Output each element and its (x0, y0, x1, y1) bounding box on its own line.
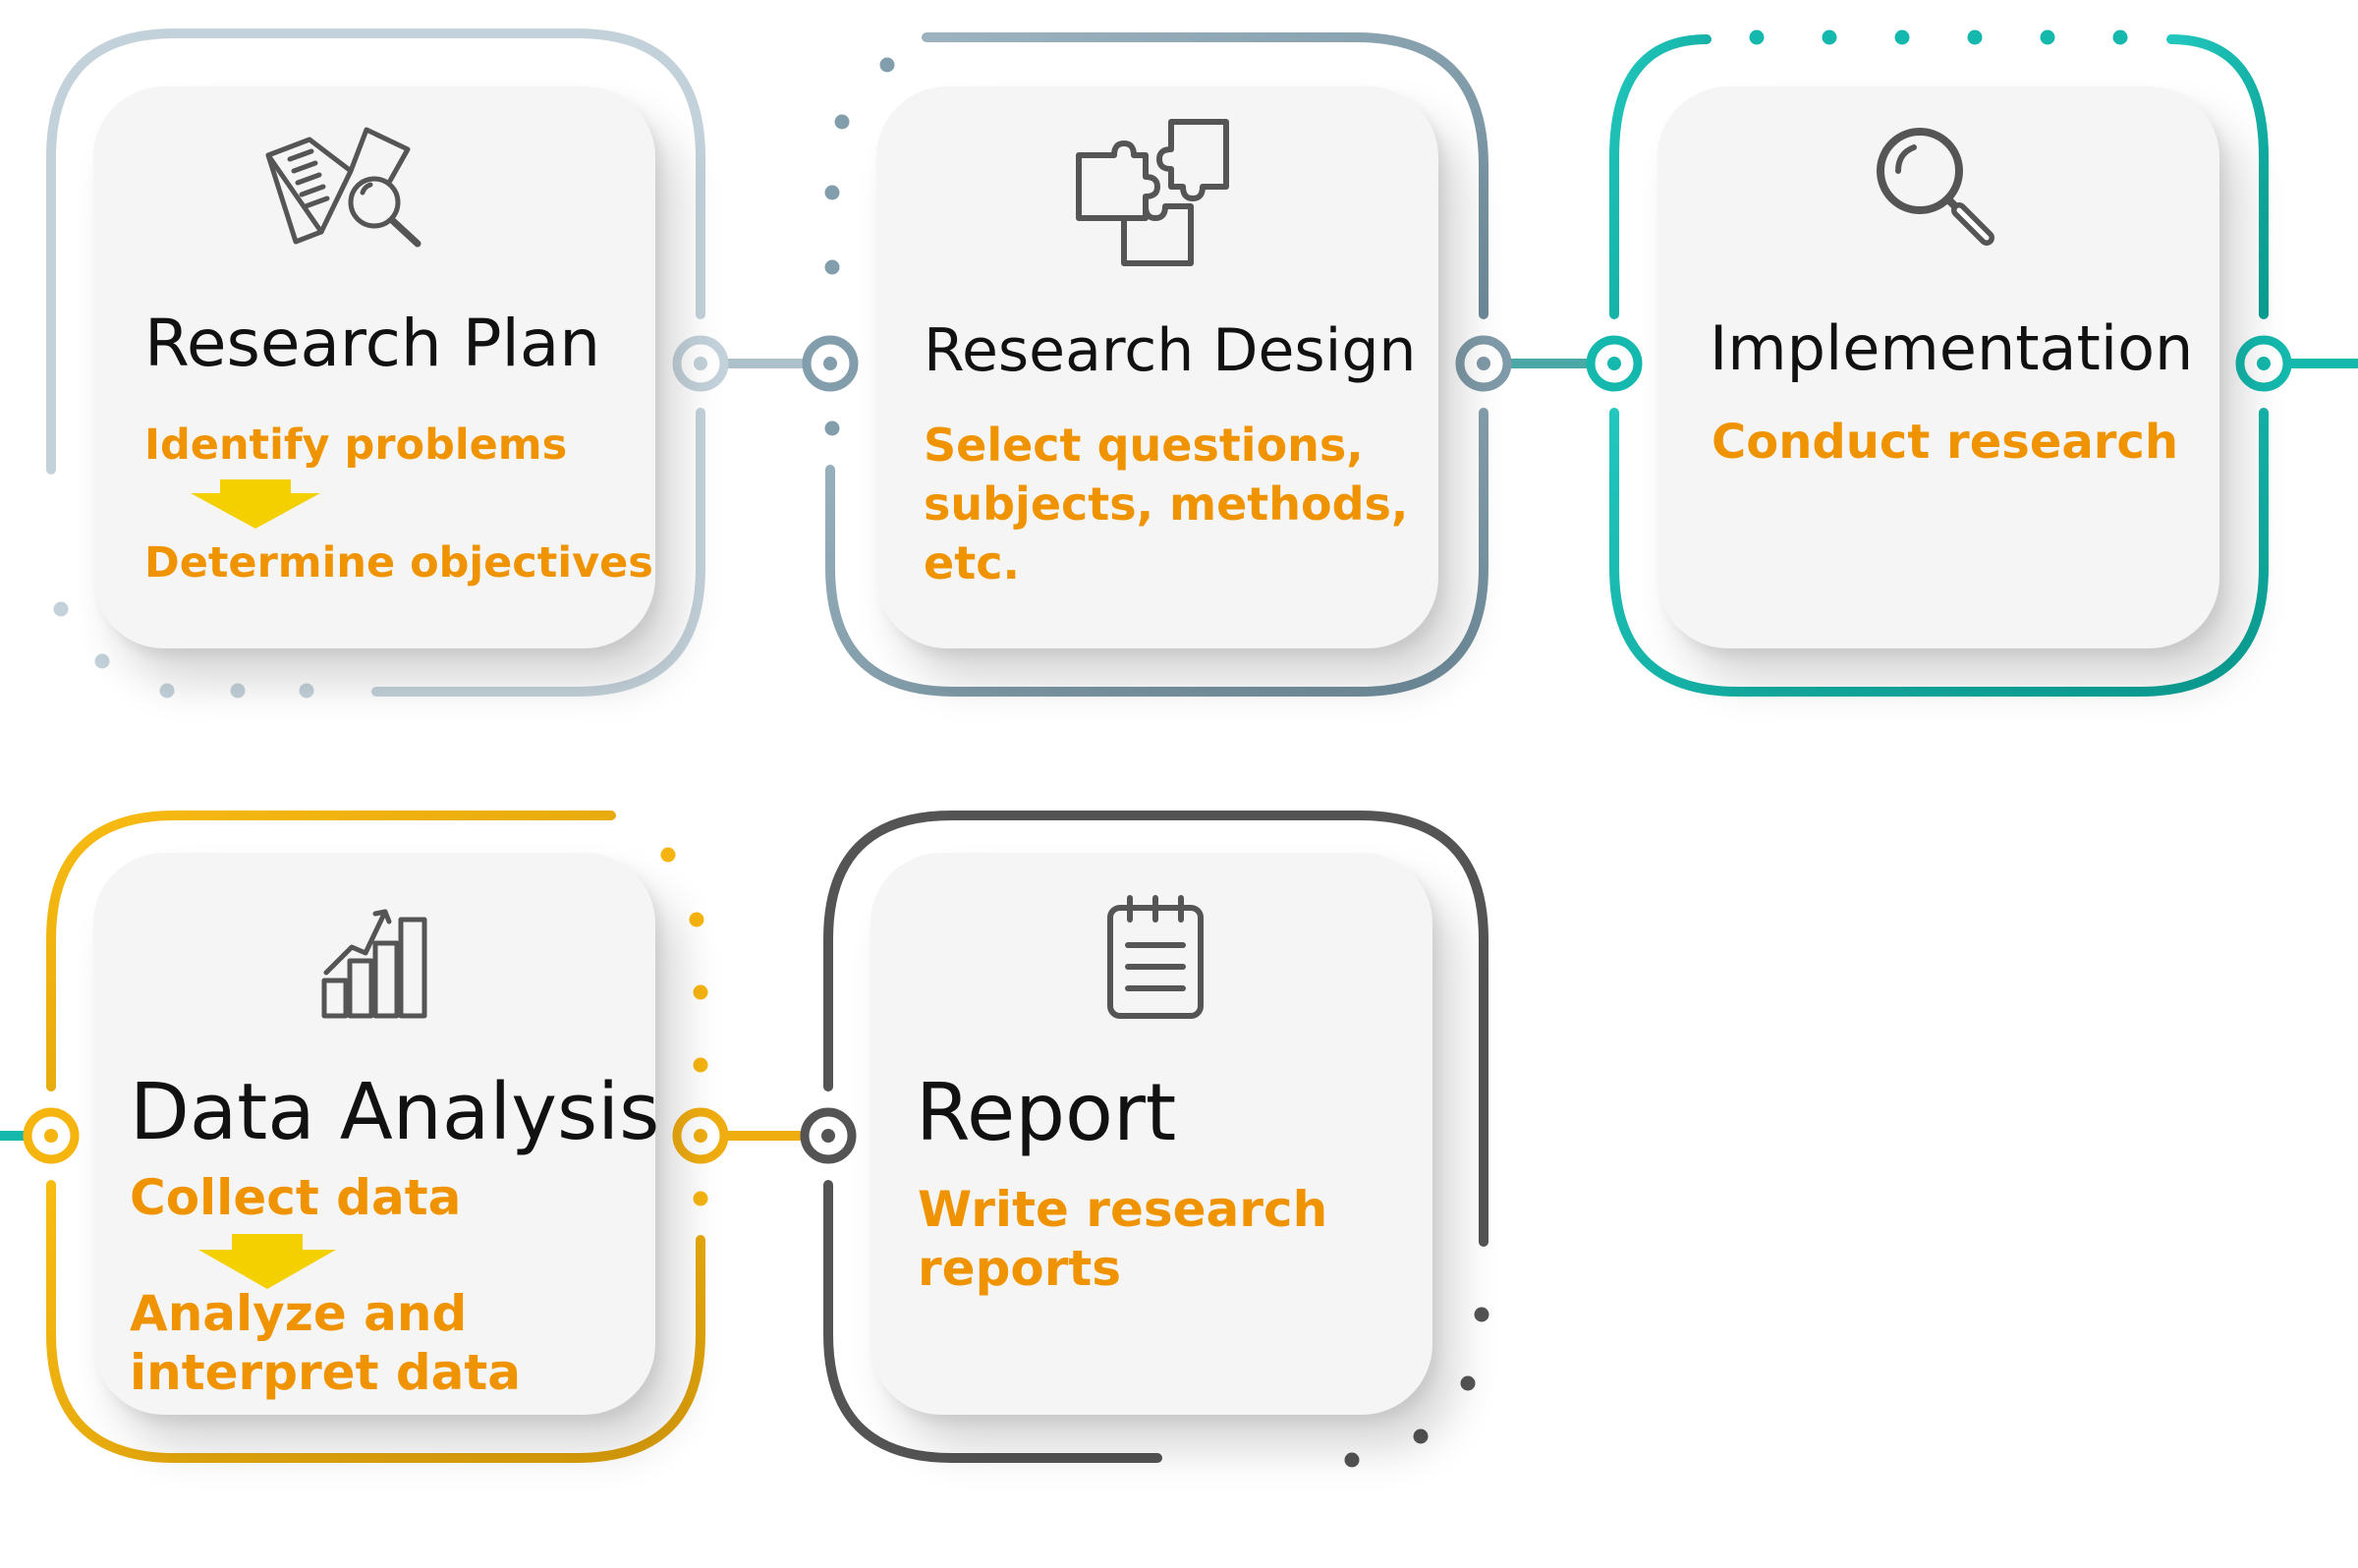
step-detail-line: Determine objectives (144, 538, 653, 588)
clipboard-icon (1107, 895, 1204, 1019)
connector-joints (23, 335, 2292, 1164)
step-detail-line: Select questions, (924, 419, 1364, 472)
step-detail-line: Write research (918, 1181, 1328, 1238)
step-detail-line: Conduct research (1712, 415, 2179, 470)
report-ring (823, 811, 1488, 1463)
step-detail-line: etc. (924, 536, 1020, 589)
report-dots (1344, 1307, 1489, 1468)
step-card-implementation (1657, 86, 2219, 648)
design-ring (825, 32, 1488, 697)
bar-chart-icon (321, 909, 427, 1019)
step-detail-line: Identify problems (144, 420, 568, 470)
plan-dots (53, 601, 314, 699)
step-title: Implementation (1710, 312, 2194, 384)
analysis-dots (660, 847, 708, 1206)
plan-ring (46, 28, 705, 697)
step-detail-line: subjects, methods, (924, 477, 1409, 531)
analysis-ring (46, 811, 705, 1463)
step-detail-line: Collect data (130, 1169, 462, 1226)
step-title: Data Analysis (130, 1067, 660, 1157)
step-title: Research Design (924, 316, 1417, 385)
step-detail-line: interpret data (130, 1344, 522, 1401)
arrow-down-icon (191, 479, 320, 529)
implementation-ring (1609, 34, 2269, 697)
step-title: Research Plan (144, 306, 601, 381)
puzzle-icon (1076, 119, 1229, 266)
step-title: Report (916, 1067, 1177, 1158)
step-detail-line: reports (918, 1240, 1122, 1297)
arrow-down-icon (198, 1234, 336, 1289)
book-search-icon (265, 127, 421, 248)
implementation-dots (1749, 29, 2128, 45)
magnifier-icon (1877, 128, 1994, 246)
step-detail-line: Analyze and (130, 1285, 468, 1342)
design-dots (824, 57, 895, 436)
